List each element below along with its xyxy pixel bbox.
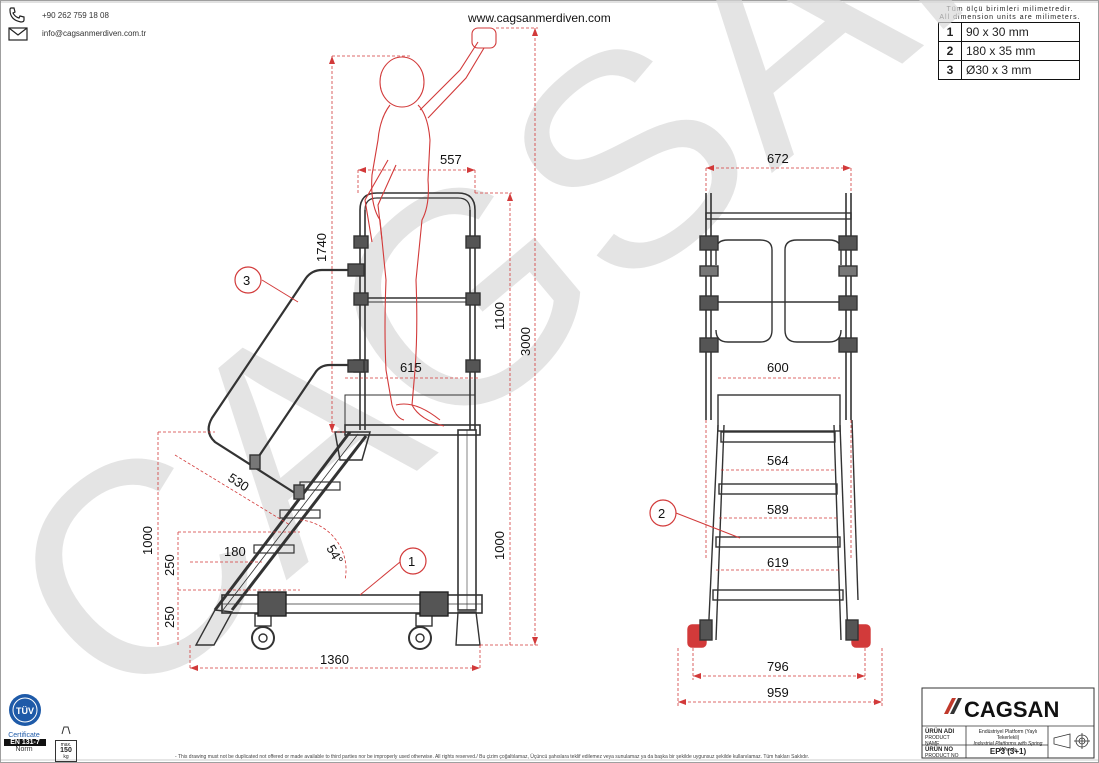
product-no-label: ÜRÜN NO PRODUCT NO	[925, 747, 965, 759]
copyright-footer: - This drawing must not be duplicated no…	[175, 754, 810, 760]
dim-step3: 619	[767, 555, 789, 570]
norm-label: Norm	[15, 746, 33, 753]
product-name-label-tr: ÜRÜN ADI	[925, 729, 955, 735]
material-spec: 90 x 30 mm	[961, 22, 1080, 42]
dim-step-depth: 180	[224, 544, 246, 559]
dim-wheel-span: 796	[767, 659, 789, 674]
person-silhouette	[364, 27, 497, 427]
front-dimension-texts: 672 600 564 589 619 796 959	[767, 151, 789, 700]
callout-2: 2	[649, 499, 741, 539]
product-name-label-en: PRODUCT NAME	[925, 735, 950, 747]
dim-person-height: 1740	[314, 233, 329, 262]
product-name-label: ÜRÜN ADI PRODUCT NAME	[925, 729, 965, 747]
phone-number: +90 262 759 18 08	[42, 11, 109, 20]
side-dimension-arrows	[190, 28, 538, 671]
website-url: www.cagsanmerdiven.com	[468, 11, 611, 25]
dim-base-width: 959	[767, 685, 789, 700]
side-dimension-texts: 1740 557 615 1100 3000 1000 1000 250 250…	[140, 152, 533, 667]
dim-platform-height: 1000	[492, 531, 507, 560]
max-weight-top: max.	[60, 742, 72, 748]
units-note-tr: Tüm ölçü birimleri milimetredir.	[946, 6, 1074, 13]
product-no: EP3 (3+1)	[989, 747, 1027, 756]
product-name-tr: Endüstriyel Platform (Yaylı Tekerlekli)	[978, 729, 1038, 741]
dim-platform-depth: 615	[400, 360, 422, 375]
dim-base-length: 1360	[320, 652, 349, 667]
dim-total-height: 3000	[518, 327, 533, 356]
svg-text:3: 3	[243, 273, 250, 288]
tuv-badge-icon: TÜV	[9, 694, 41, 726]
dim-platform-height-left: 1000	[140, 526, 155, 555]
dim-platform-width: 557	[440, 152, 462, 167]
brand-logo: CAGSAN	[964, 697, 1060, 722]
dim-step-rise-2: 250	[162, 606, 177, 628]
dim-front-platform-width: 600	[767, 360, 789, 375]
units-note: Tüm ölçü birimleri milimetredir. All dim…	[936, 6, 1084, 22]
max-weight-box: max. 150 kg	[55, 740, 77, 762]
product-no-label-en: PRODUCT NO	[925, 753, 959, 759]
product-no-label-tr: ÜRÜN NO	[925, 747, 953, 753]
callout-1: 1	[359, 547, 427, 596]
svg-text:1: 1	[408, 554, 415, 569]
dim-step2: 589	[767, 502, 789, 517]
units-note-en: All dimension units are milimeters.	[939, 14, 1081, 21]
phone-icon	[8, 7, 26, 28]
max-weight-unit: kg	[63, 754, 69, 760]
dim-step1: 564	[767, 453, 789, 468]
dim-step-rise-1: 250	[162, 554, 177, 576]
dim-top-width: 672	[767, 151, 789, 166]
tuv-text: TÜV	[16, 706, 34, 716]
front-dimension-arrows	[678, 165, 882, 705]
norm-code: EN 131-7	[4, 739, 46, 746]
front-view	[687, 193, 871, 648]
projection-symbol-icon	[1053, 733, 1090, 749]
max-weight-icon: max. 150 kg	[55, 722, 77, 762]
dim-handrail-height: 1100	[492, 302, 507, 330]
product-name: Endüstriyel Platform (Yaylı Tekerlekli) …	[969, 729, 1047, 753]
cagsan-logo-icon	[944, 698, 962, 714]
side-view	[194, 192, 483, 650]
side-dimension-lines	[157, 27, 538, 669]
email-address: info@cagsanmerdiven.com.tr	[42, 29, 147, 38]
callout-3: 3	[234, 266, 299, 303]
product-name-en: Industrial Platforms with Spring Wheels	[973, 741, 1043, 753]
email-icon	[8, 27, 28, 46]
front-dimension-lines	[677, 167, 883, 706]
material-spec: 180 x 35 mm	[961, 41, 1080, 61]
tuv-certificate: TÜV Certificate EN 131-7 Norm	[4, 693, 48, 753]
max-weight-value: 150	[60, 747, 72, 754]
material-spec: Ø30 x 3 mm	[961, 60, 1080, 80]
certificate-label: Certificate	[8, 732, 40, 739]
svg-text:2: 2	[658, 506, 665, 521]
